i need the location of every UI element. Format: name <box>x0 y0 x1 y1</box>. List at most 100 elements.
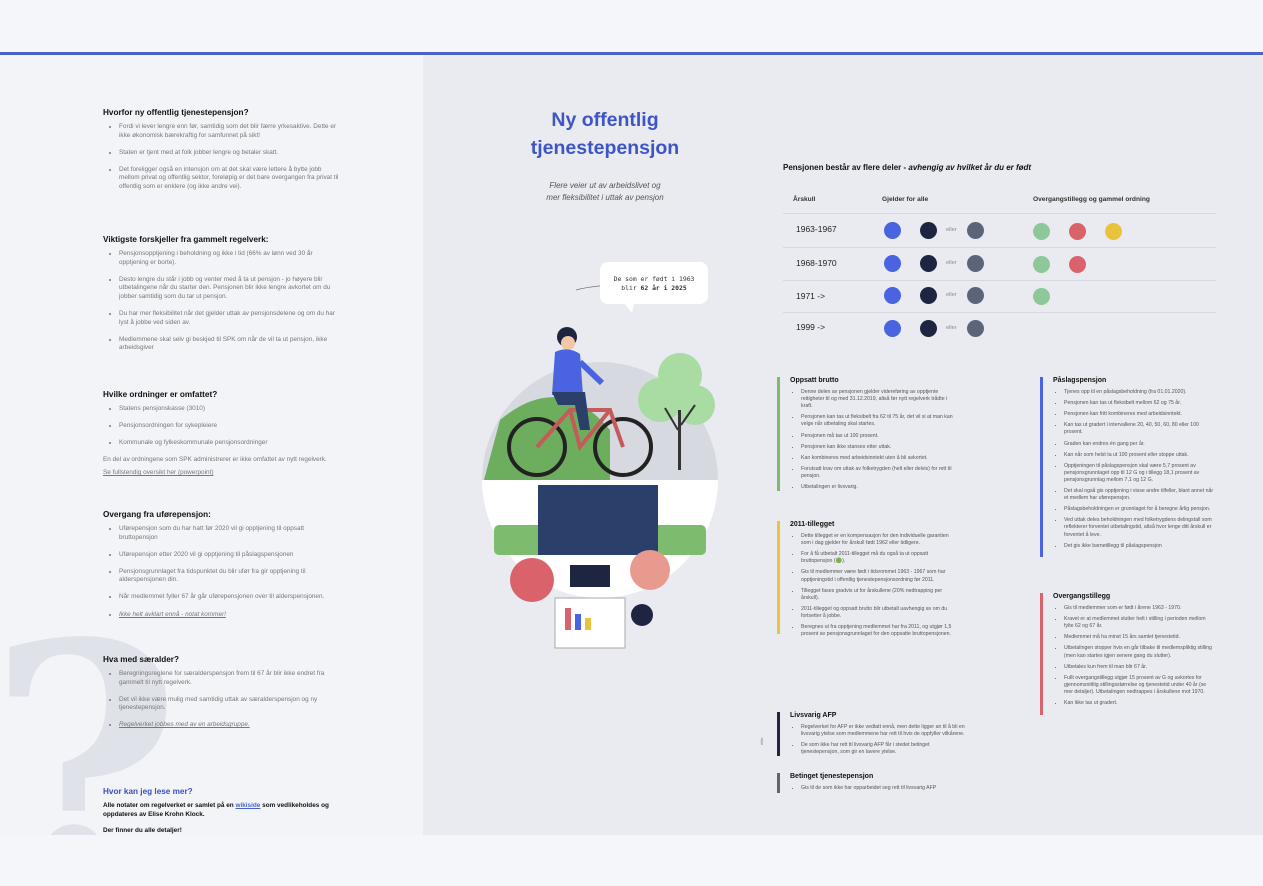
bike-wheel-icon <box>593 417 653 477</box>
transition-part-dot <box>1033 256 1050 273</box>
top-accent-line <box>0 52 1263 55</box>
card-title: Livsvarig AFP <box>790 712 837 719</box>
list-item: Dette tillegget er en kompensasjon for d… <box>801 533 957 547</box>
card-title: Oppsatt brutto <box>790 377 839 384</box>
row-year: 1971 -> <box>796 291 826 301</box>
section-title: Hva med særalder? <box>103 655 179 664</box>
list-item: Kommunale og fylkeskommunale pensjonsord… <box>119 439 343 448</box>
list-item: Medlemmet må ha minst 15 års samlet tjen… <box>1064 634 1215 641</box>
pension-part-dot <box>920 320 937 337</box>
card-color-bar <box>1040 377 1043 557</box>
card-color-bar <box>777 773 780 793</box>
transition-part-dot <box>1105 223 1122 240</box>
card-title: 2011-tillegget <box>790 521 835 528</box>
working-group-link[interactable]: Regelverket jobbes med av en arbeidsgrup… <box>119 721 343 730</box>
list-item: Pensjonsopptjening i beholdning og ikke … <box>119 250 343 267</box>
section-title: Viktigste forskjeller fra gammelt regelv… <box>103 235 269 244</box>
list-item: Pensjonen må tas ut 100 prosent. <box>801 433 957 440</box>
table-row: 1999 -> <box>783 312 1216 345</box>
left-panel: ? <box>0 55 423 835</box>
card-color-bar <box>777 377 780 491</box>
list-item: Statens pensjonskasse (3010) <box>119 405 343 414</box>
card-title: Betinget tjenestepensjon <box>790 773 874 780</box>
list-item: Pensjonen kan tas ut fleksibelt fra 62 t… <box>801 414 957 428</box>
list-item: Forutsatt krav om uttak av folketrygden … <box>801 466 957 480</box>
row-year: 1963-1967 <box>796 224 837 234</box>
list-item: Det vil ikke være mulig med samtidig utt… <box>119 696 343 713</box>
list-item: Gis til medlemmer som er født i årene 19… <box>1064 605 1215 612</box>
list-item: Du har mer fleksibilitet når det gjelder… <box>119 310 343 327</box>
card-title: Overgangstillegg <box>1053 593 1111 600</box>
list-item: Når medlemmet fyller 67 år går uførepens… <box>119 593 343 602</box>
list-item: Utbetalingen er livsvarig. <box>801 484 957 491</box>
list-item: Medlemmene skal selv gi beskjed til SPK … <box>119 336 343 353</box>
card-oppsatt-brutto: Oppsatt brutto Denne delen av pensjonen … <box>777 377 957 491</box>
list-item: Beregnes ut fra opptjening medlemmet har… <box>801 624 957 638</box>
row-year: 1999 -> <box>796 322 826 332</box>
section-special-age: Hva med særalder? Beregningsreglene for … <box>103 655 343 738</box>
or-label: eller <box>946 227 957 233</box>
pension-part-dot <box>967 320 984 337</box>
row-year: 1968-1970 <box>796 258 837 268</box>
read-more-details: Der finner du alle detaljer! <box>103 827 182 835</box>
table-row: 1971 -> <box>783 280 1216 313</box>
list-item: Fordi vi lever lengre enn før, samtidig … <box>119 123 343 140</box>
list-item: Uførepensjon som du har hatt før 2020 vi… <box>119 525 343 542</box>
transition-part-dot <box>1033 223 1050 240</box>
or-label: eller <box>946 292 957 298</box>
section-title: Hvor kan jeg lese mer? <box>103 787 193 796</box>
question-mark-decoration: ? <box>0 571 182 835</box>
list-item: De som ikke har rett til livsvarig AFP f… <box>801 742 967 756</box>
list-item: Utbetalingen stopper hvis en går tilbake… <box>1064 645 1215 659</box>
section-title: Hvilke ordninger er omfattet? <box>103 390 218 399</box>
list-item: Pensjonsgrunnlaget fra tidspunktet du bl… <box>119 568 343 585</box>
list-item: Denne delen av pensjonen gjelder videref… <box>801 389 957 410</box>
list-item: Fullt overgangstillegg utgjør 15 prosent… <box>1064 675 1215 696</box>
or-label: eller <box>946 260 957 266</box>
column-header-transition: Overgangstillegg og gammel ordning <box>1033 196 1150 203</box>
bike-frame-icon <box>535 408 625 452</box>
list-item: Det gis ikke barnetillegg til påslagspen… <box>1064 543 1215 550</box>
table-row: 1963-1967 <box>783 214 1216 248</box>
section-read-more: Hvor kan jeg lese mer? Alle notater om r… <box>103 787 343 844</box>
wiki-link[interactable]: wikiside <box>235 802 261 809</box>
reflection-figure <box>538 485 658 555</box>
bike-wheel-icon <box>507 417 567 477</box>
transition-part-dot <box>1069 223 1086 240</box>
section-schemes: Hvilke ordninger er omfattet? Statens pe… <box>103 390 343 477</box>
card-betinget: Betinget tjenestepensjon Gis til de som … <box>777 773 967 793</box>
table-header-divider <box>783 213 1216 214</box>
disability-note-link[interactable]: Ikke helt avklart ennå - notat kommer! <box>119 611 343 620</box>
cyclist-body-icon <box>552 349 583 395</box>
list-item: For å få utbetalt 2011-tillegget må du o… <box>801 551 957 565</box>
section-title: Hvorfor ny offentlig tjenestepensjon? <box>103 108 249 117</box>
pension-part-dot <box>884 255 901 272</box>
speech-bubble: De som er født i 1963 blir 62 år i 2025 <box>600 262 708 313</box>
list-item: Pensjonsordningen for sykepleiere <box>119 422 343 431</box>
list-item: Pensjonen kan ikke stanses etter uttak. <box>801 444 957 451</box>
list-item: Tjenes opp til en påslagsbeholdning (fra… <box>1064 389 1215 396</box>
list-item: Kravet er at medlemmet slutter helt i st… <box>1064 616 1215 630</box>
laptop-icon <box>570 565 610 587</box>
column-header-all: Gjelder for alle <box>882 196 929 203</box>
pension-part-dot <box>920 287 937 304</box>
list-item: Kan tas ut gradert i intervallene 20, 40… <box>1064 422 1215 436</box>
card-color-bar <box>777 712 780 756</box>
read-more-text: Alle notater om regelverket er samlet på… <box>103 802 329 818</box>
schemes-overview-link[interactable]: Se fullstendig oversikt her (powerpoint) <box>103 468 214 476</box>
cyclist-illustration <box>482 280 718 649</box>
list-item: Det foreligger også en intensjon om at d… <box>119 166 343 192</box>
card-color-bar <box>1040 593 1043 715</box>
list-item: Pensjonen kan fritt kombineres med arbei… <box>1064 411 1215 418</box>
transition-part-dot <box>1069 256 1086 273</box>
card-title: Påslagspensjon <box>1053 377 1107 384</box>
list-item: Tillegget fases gradvis ut for årskullen… <box>801 588 957 602</box>
section-disability: Overgang fra uførepensjon: Uførepensjon … <box>103 510 343 628</box>
pension-part-dot <box>920 255 937 272</box>
card-paslagspensjon: Påslagspensjon Tjenes opp til en påslags… <box>1040 377 1215 557</box>
list-item: Regelverket for AFP er ikke vedtatt ennå… <box>801 724 967 738</box>
pension-part-dot <box>967 255 984 272</box>
section-why: Hvorfor ny offentlig tjenestepensjon? Fo… <box>103 108 343 200</box>
